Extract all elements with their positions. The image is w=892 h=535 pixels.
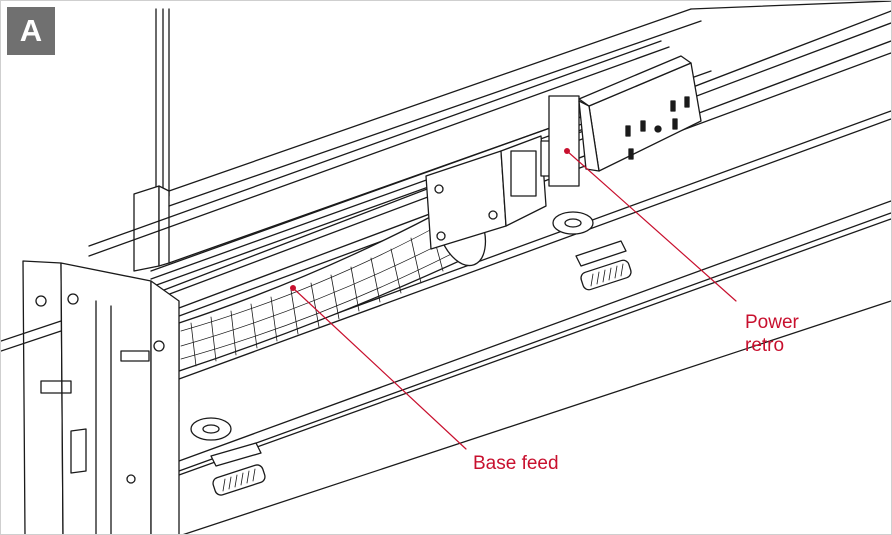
connector-block bbox=[425, 95, 580, 250]
base-feed-leader bbox=[292, 287, 467, 450]
leg-frame bbox=[1, 260, 180, 534]
upper-rails bbox=[88, 1, 891, 320]
power-outlet bbox=[578, 55, 702, 172]
power-retro-leader bbox=[566, 150, 737, 302]
base-feed-callout: Base feed bbox=[473, 453, 559, 474]
leveling-clips bbox=[210, 240, 632, 496]
power-retro-callout: Power retro bbox=[745, 312, 799, 356]
panel-label-badge: A bbox=[7, 7, 55, 55]
grommets bbox=[190, 211, 594, 441]
leader-lines bbox=[290, 148, 737, 450]
